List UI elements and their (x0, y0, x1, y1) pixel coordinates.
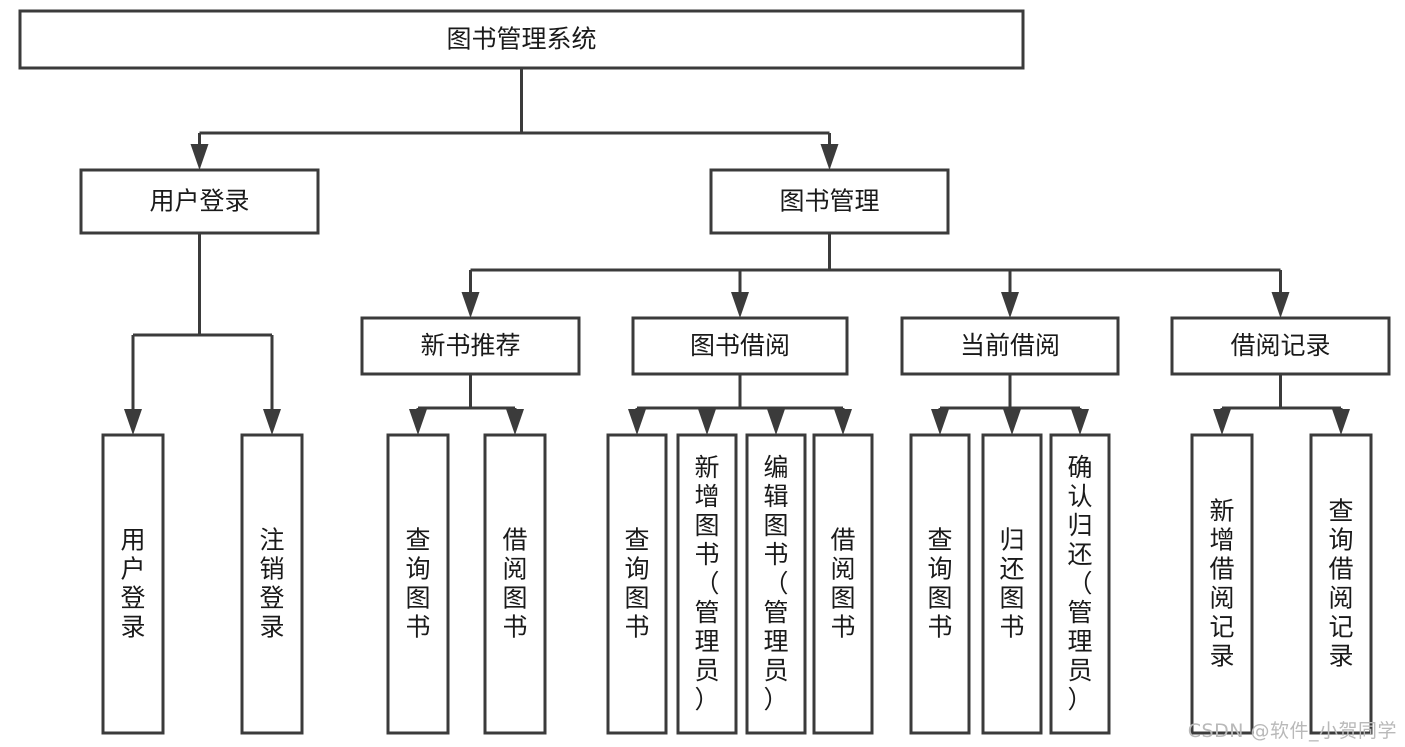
node-leaf-query-book-3[interactable]: 查询图书 (909, 433, 971, 735)
node-label: 图书管理系统 (446, 25, 596, 54)
node-box (79, 168, 320, 235)
node-leaf-return-book[interactable]: 归还图书 (981, 433, 1043, 735)
node-box (981, 433, 1043, 735)
node-box (631, 316, 849, 376)
node-label: 查询图书 (927, 526, 952, 642)
node-box (1049, 433, 1111, 735)
node-label: 图书管理 (779, 187, 879, 216)
node-box (606, 433, 668, 735)
arrow-head-icon (931, 409, 949, 435)
node-label: 借阅图书 (502, 526, 527, 642)
node-leaf-logout[interactable]: 注销登录 (240, 433, 304, 735)
node-box (745, 433, 807, 735)
node-box (1170, 316, 1391, 376)
arrow-head-icon (190, 144, 209, 170)
node-leaf-user-login[interactable]: 用户登录 (101, 433, 165, 735)
arrow-head-icon (834, 409, 852, 435)
arrow-head-icon (820, 144, 839, 170)
node-label: 图书借阅 (690, 331, 790, 360)
node-label: 注销登录 (259, 526, 284, 642)
arrow-head-icon (1001, 292, 1019, 318)
node-leaf-query-book-2[interactable]: 查询图书 (606, 433, 668, 735)
node-root[interactable]: 图书管理系统 (18, 9, 1025, 70)
node-box (360, 316, 581, 376)
node-box (909, 433, 971, 735)
node-current-borrow[interactable]: 当前借阅 (900, 316, 1120, 376)
node-leaf-edit-book[interactable]: 编辑图书（管理员） (745, 433, 807, 735)
arrow-head-icon (506, 409, 524, 435)
node-label: 查询借阅记录 (1328, 497, 1353, 671)
arrow-head-icon (731, 292, 749, 318)
node-label: 用户登录 (149, 187, 249, 216)
node-leaf-query-book-1[interactable]: 查询图书 (386, 433, 450, 735)
arrow-head-icon (1003, 409, 1021, 435)
arrow-head-icon (1071, 409, 1089, 435)
arrow-head-icon (698, 409, 716, 435)
arrow-head-icon (409, 409, 427, 435)
node-label: 新增图书（管理员） (694, 453, 719, 714)
node-box (101, 433, 165, 735)
node-label: 用户登录 (120, 526, 145, 642)
node-borrow-record[interactable]: 借阅记录 (1170, 316, 1391, 376)
watermark-credit: CSDN @软件_小贺同学 (1187, 720, 1397, 742)
node-box (709, 168, 950, 235)
node-box (240, 433, 304, 735)
arrow-head-icon (767, 409, 785, 435)
arrow-head-icon (1213, 409, 1231, 435)
node-box (900, 316, 1120, 376)
node-new-book-rec[interactable]: 新书推荐 (360, 316, 581, 376)
node-label: 查询图书 (405, 526, 430, 642)
node-box (18, 9, 1025, 70)
arrow-head-icon (628, 409, 646, 435)
node-leaf-confirm-return[interactable]: 确认归还（管理员） (1049, 433, 1111, 735)
edges-layer (124, 68, 1350, 435)
node-label: 借阅记录 (1230, 331, 1330, 360)
node-box (1190, 433, 1254, 735)
node-label: 当前借阅 (960, 331, 1060, 360)
node-leaf-borrow-book-1[interactable]: 借阅图书 (483, 433, 547, 735)
arrow-head-icon (461, 292, 480, 318)
node-book-mgmt[interactable]: 图书管理 (709, 168, 950, 235)
node-label: 归还图书 (999, 526, 1024, 642)
node-leaf-query-record[interactable]: 查询借阅记录 (1309, 433, 1373, 735)
node-label: 查询图书 (624, 526, 649, 642)
node-label: 借阅图书 (830, 526, 855, 642)
node-login[interactable]: 用户登录 (79, 168, 320, 235)
arrow-head-icon (263, 409, 281, 435)
node-label: 新书推荐 (420, 331, 520, 360)
node-box (812, 433, 874, 735)
node-leaf-add-record[interactable]: 新增借阅记录 (1190, 433, 1254, 735)
node-label: 新增借阅记录 (1209, 497, 1234, 671)
node-box (1309, 433, 1373, 735)
node-box (676, 433, 738, 735)
node-book-borrow[interactable]: 图书借阅 (631, 316, 849, 376)
arrow-head-icon (124, 409, 142, 435)
node-box (483, 433, 547, 735)
node-label: 确认归还（管理员） (1067, 453, 1092, 714)
arrow-head-icon (1271, 292, 1290, 318)
node-leaf-borrow-book-2[interactable]: 借阅图书 (812, 433, 874, 735)
nodes-layer: 图书管理系统用户登录图书管理新书推荐图书借阅当前借阅借阅记录用户登录注销登录查询… (18, 9, 1391, 735)
node-box (386, 433, 450, 735)
node-label: 编辑图书（管理员） (763, 453, 788, 714)
arrow-head-icon (1332, 409, 1350, 435)
node-leaf-add-book[interactable]: 新增图书（管理员） (676, 433, 738, 735)
